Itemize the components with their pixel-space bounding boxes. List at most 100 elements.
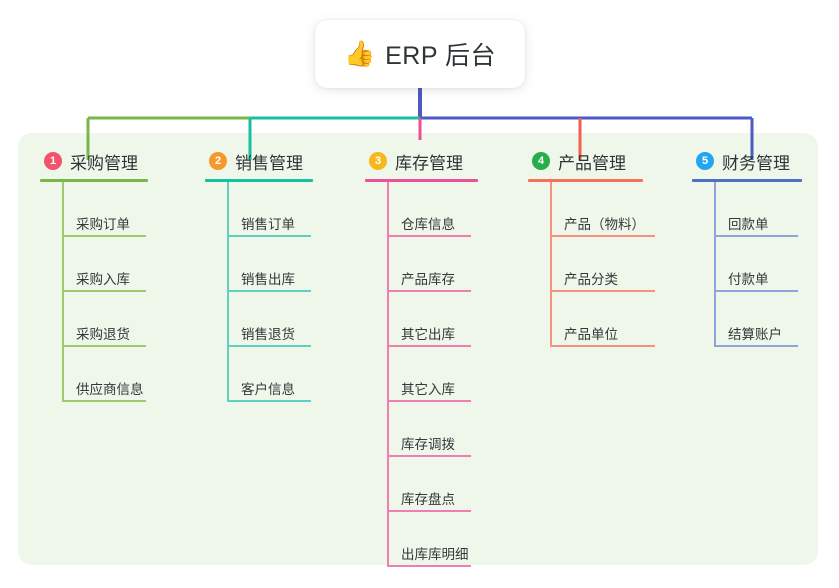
leaf-node-label: 销售出库: [241, 272, 295, 287]
leaf-node-underline: [714, 290, 798, 292]
leaf-node-underline: [387, 345, 471, 347]
leaf-node[interactable]: 出库库明细: [387, 512, 478, 567]
leaf-node[interactable]: 产品单位: [550, 292, 655, 347]
leaf-list: 采购订单采购入库采购退货供应商信息: [62, 182, 148, 402]
category-column-5: 5 财务管理回款单付款单结算账户: [692, 148, 802, 347]
leaf-node[interactable]: 付款单: [714, 237, 802, 292]
leaf-node-label: 回款单: [728, 217, 769, 232]
leaf-node-underline: [387, 290, 471, 292]
leaf-node-underline: [227, 290, 311, 292]
leaf-node-underline: [387, 510, 471, 512]
leaf-node-underline: [62, 235, 146, 237]
category-number-badge: 3: [369, 152, 387, 170]
leaf-spine-line: [227, 182, 229, 402]
root-node-title: ERP 后台: [385, 42, 497, 70]
category-header-3[interactable]: 3 库存管理: [365, 148, 478, 174]
category-title: 采购管理: [70, 153, 138, 173]
leaf-node-underline: [714, 345, 798, 347]
leaf-spine-line: [387, 182, 389, 567]
leaf-node[interactable]: 其它出库: [387, 292, 478, 347]
category-column-4: 4 产品管理产品（物料） 产品分类产品单位: [528, 148, 655, 347]
leaf-node-label: 采购退货: [76, 327, 130, 342]
leaf-node-label: 结算账户: [728, 327, 782, 342]
leaf-node[interactable]: 销售订单: [227, 182, 313, 237]
leaf-node[interactable]: 客户信息: [227, 347, 313, 402]
leaf-node-underline: [227, 400, 311, 402]
leaf-node-label: 产品（物料）: [564, 217, 645, 232]
leaf-spine-line: [550, 182, 552, 347]
category-header-1[interactable]: 1 采购管理: [40, 148, 148, 174]
leaf-node[interactable]: 库存盘点: [387, 457, 478, 512]
leaf-node[interactable]: 采购订单: [62, 182, 148, 237]
leaf-node[interactable]: 其它入库: [387, 347, 478, 402]
leaf-node-label: 其它入库: [401, 382, 455, 397]
leaf-node-underline: [62, 345, 146, 347]
leaf-node-label: 库存调拨: [401, 437, 455, 452]
leaf-node-label: 客户信息: [241, 382, 295, 397]
category-column-1: 1 采购管理采购订单采购入库采购退货供应商信息: [40, 148, 148, 402]
leaf-node-label: 采购入库: [76, 272, 130, 287]
leaf-node-label: 销售订单: [241, 217, 295, 232]
category-title: 库存管理: [395, 153, 463, 173]
leaf-node-underline: [62, 290, 146, 292]
leaf-node-underline: [387, 455, 471, 457]
leaf-node[interactable]: 产品库存: [387, 237, 478, 292]
category-underline: [40, 179, 148, 182]
root-node-card[interactable]: 👍 ERP 后台: [315, 20, 525, 88]
category-underline: [528, 179, 643, 182]
leaf-node-label: 产品单位: [564, 327, 618, 342]
category-title: 产品管理: [558, 153, 626, 173]
leaf-node-underline: [227, 235, 311, 237]
leaf-node-underline: [387, 400, 471, 402]
category-number-badge: 4: [532, 152, 550, 170]
leaf-node[interactable]: 产品分类: [550, 237, 655, 292]
leaf-node[interactable]: 采购退货: [62, 292, 148, 347]
leaf-list: 回款单付款单结算账户: [714, 182, 802, 347]
leaf-node[interactable]: 仓库信息: [387, 182, 478, 237]
leaf-node-underline: [550, 290, 655, 292]
leaf-node-label: 出库库明细: [401, 547, 469, 562]
category-title: 财务管理: [722, 153, 790, 173]
leaf-node-label: 库存盘点: [401, 492, 455, 507]
leaf-node-underline: [714, 235, 798, 237]
leaf-node-label: 其它出库: [401, 327, 455, 342]
leaf-node-label: 采购订单: [76, 217, 130, 232]
thumbs-up-icon: 👍: [343, 39, 376, 68]
category-number-badge: 2: [209, 152, 227, 170]
leaf-node-label: 仓库信息: [401, 217, 455, 232]
leaf-spine-line: [714, 182, 716, 347]
leaf-node-underline: [387, 565, 471, 567]
leaf-node[interactable]: 销售退货: [227, 292, 313, 347]
leaf-list: 仓库信息产品库存其它出库其它入库库存调拨库存盘点出库库明细: [387, 182, 478, 567]
leaf-node-label: 付款单: [728, 272, 769, 287]
leaf-node-label: 销售退货: [241, 327, 295, 342]
category-underline: [692, 179, 802, 182]
leaf-node-underline: [550, 235, 655, 237]
leaf-node[interactable]: 结算账户: [714, 292, 802, 347]
leaf-spine-line: [62, 182, 64, 402]
leaf-node-label: 产品库存: [401, 272, 455, 287]
leaf-node[interactable]: 采购入库: [62, 237, 148, 292]
leaf-node[interactable]: 供应商信息: [62, 347, 148, 402]
category-underline: [365, 179, 478, 182]
leaf-node-underline: [387, 235, 471, 237]
leaf-node[interactable]: 产品（物料）: [550, 182, 655, 237]
diagram-background-panel: [18, 133, 818, 565]
leaf-node-underline: [62, 400, 146, 402]
category-column-2: 2 销售管理销售订单销售出库销售退货客户信息: [205, 148, 313, 402]
category-number-badge: 5: [696, 152, 714, 170]
leaf-node-label: 供应商信息: [76, 382, 144, 397]
leaf-node[interactable]: 库存调拨: [387, 402, 478, 457]
category-header-5[interactable]: 5 财务管理: [692, 148, 802, 174]
leaf-node-label: 产品分类: [564, 272, 618, 287]
leaf-node-underline: [227, 345, 311, 347]
category-header-2[interactable]: 2 销售管理: [205, 148, 313, 174]
category-header-4[interactable]: 4 产品管理: [528, 148, 645, 174]
leaf-list: 销售订单销售出库销售退货客户信息: [227, 182, 313, 402]
leaf-node[interactable]: 回款单: [714, 182, 802, 237]
leaf-node-underline: [550, 345, 655, 347]
leaf-node[interactable]: 销售出库: [227, 237, 313, 292]
category-title: 销售管理: [235, 153, 303, 173]
category-number-badge: 1: [44, 152, 62, 170]
category-underline: [205, 179, 313, 182]
